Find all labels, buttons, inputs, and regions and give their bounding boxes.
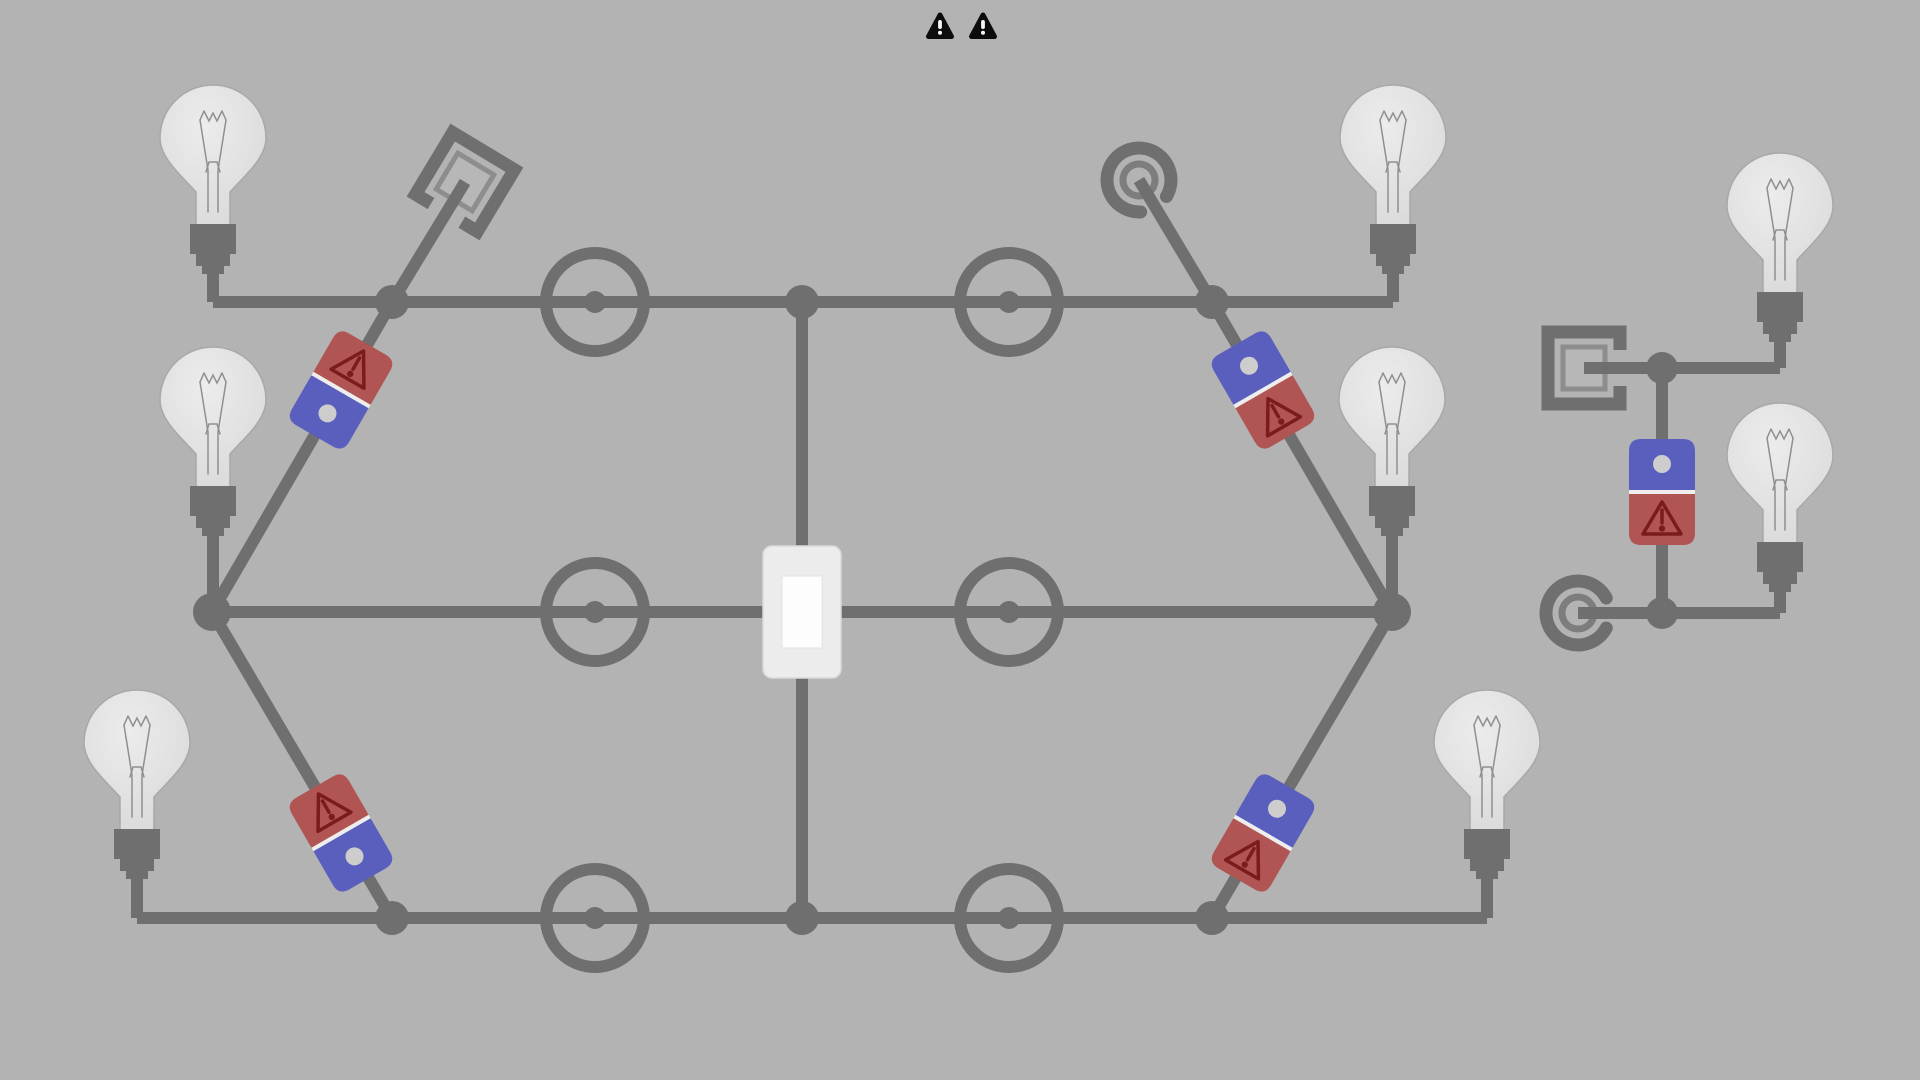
bulb-shape — [159, 346, 267, 537]
wire-terminal — [954, 247, 1064, 357]
wire — [1133, 176, 1218, 306]
exclamation-mark — [938, 20, 942, 29]
coil-plug-main[interactable] — [1095, 136, 1181, 221]
bulb-shape — [1433, 689, 1541, 880]
bulb-side-bottom — [1726, 402, 1834, 593]
warning-triangle-icon — [329, 349, 366, 390]
warning-triangle-icon — [316, 792, 353, 833]
bulb-top-left — [159, 84, 267, 275]
fuse-side[interactable] — [1629, 439, 1695, 545]
wire-terminal — [540, 863, 650, 973]
wire-layer — [131, 250, 1786, 924]
wire-junction — [1195, 901, 1229, 935]
fuse-dot — [1240, 356, 1258, 375]
fuse-top-left[interactable] — [286, 328, 396, 453]
bulb-shape — [83, 689, 191, 880]
warning-icon-2 — [969, 12, 997, 39]
wire-junction — [193, 593, 231, 631]
warning-triangle-icon — [1223, 839, 1261, 881]
bulb-side-top — [1726, 152, 1834, 343]
wire — [386, 178, 471, 306]
warning-triangle-icon — [1265, 396, 1303, 438]
bulb-shape — [159, 84, 267, 275]
wire-terminal — [954, 863, 1064, 973]
wire-junction — [785, 285, 819, 319]
bulb-mid-right — [1338, 346, 1446, 537]
fuse-dot — [1653, 455, 1671, 473]
bulb-top-right — [1339, 84, 1447, 275]
wire-junction — [375, 901, 409, 935]
fuse-bottom-right[interactable] — [1208, 771, 1318, 896]
switch-rocker[interactable] — [781, 575, 823, 649]
fuse-top-right[interactable] — [1208, 328, 1318, 453]
bulb-bottom-left — [83, 689, 191, 880]
fuse-dot — [345, 847, 364, 866]
warning-triangle-icon — [1641, 500, 1683, 536]
wire-terminal — [540, 247, 650, 357]
bulb-shape — [1726, 402, 1834, 593]
wire-junction — [785, 901, 819, 935]
warning-icon-1 — [926, 12, 954, 39]
bulb-mid-left — [159, 346, 267, 537]
fuse-dot — [1268, 799, 1286, 818]
fuse-dot — [318, 404, 337, 423]
bulb-bottom-right — [1433, 689, 1541, 880]
bulb-shape — [1338, 346, 1446, 537]
wire-terminal — [540, 557, 650, 667]
fuse-bottom-left[interactable] — [286, 771, 396, 896]
light-switch[interactable] — [762, 545, 842, 679]
bulb-shape — [1726, 152, 1834, 343]
wire-junction — [1373, 593, 1411, 631]
exclamation-mark — [981, 20, 985, 29]
bulb-shape — [1339, 84, 1447, 275]
wire-terminal — [954, 557, 1064, 667]
